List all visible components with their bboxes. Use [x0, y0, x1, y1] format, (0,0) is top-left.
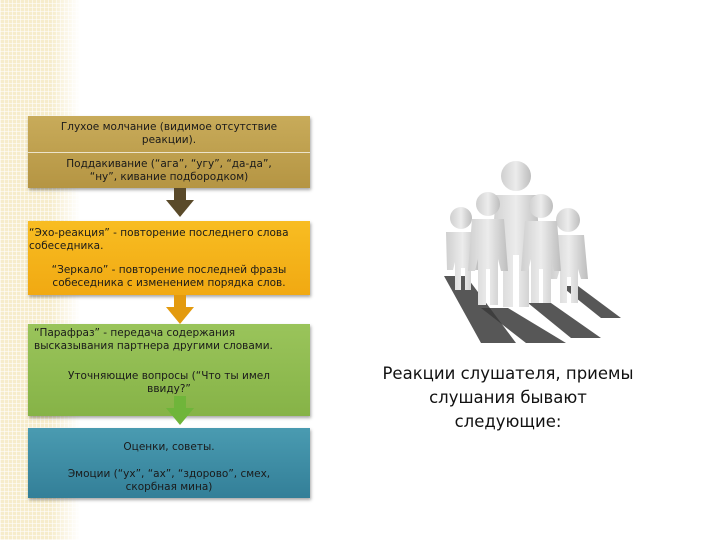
- step-3-a-line-2: высказывания партнера другими словами.: [34, 340, 273, 352]
- caption-line-3: следующие:: [454, 412, 562, 431]
- step-4-b-line-2: скорбная мина): [125, 480, 213, 493]
- step-4-b-line-1: Эмоции (“ух”, “ах”, “здорово”, смех,: [67, 467, 271, 480]
- step-4-part-b: Эмоции (“ух”, “ах”, “здорово”, смех, ско…: [28, 463, 310, 498]
- step-box-2: “Эхо-реакция” - повторение последнего сл…: [28, 221, 310, 295]
- down-arrow-icon-2: [166, 295, 194, 324]
- step-3-part-b: Уточняющие вопросы (“Что ты имел ввиду?”: [28, 370, 310, 416]
- step-2-a-line-2: собеседника.: [29, 239, 104, 252]
- people-group-icon: [444, 161, 621, 343]
- step-2-b-line-1: “Зеркало” - повторение последней фразы: [51, 263, 287, 276]
- step-1-divider: [28, 152, 310, 153]
- down-arrow-icon-3: [166, 396, 194, 425]
- step-1-part-a: Глухое молчание (видимое отсутствие реак…: [28, 116, 310, 152]
- step-2-part-a: “Эхо-реакция” - повторение последнего сл…: [28, 221, 310, 258]
- step-4-part-a: Оценки, советы.: [28, 428, 310, 463]
- step-1-b-line-1: Поддакивание (“ага”, “угу”, “да-да”,: [66, 157, 272, 170]
- caption-text: Реакции слушателя, приемы слушания бываю…: [378, 362, 638, 434]
- step-1-a-line-1: Глухое молчание (видимое отсутствие: [60, 121, 278, 133]
- step-2-b-line-2: собеседника с изменением порядка слов.: [52, 276, 286, 289]
- step-box-4: Оценки, советы. Эмоции (“ух”, “ах”, “здо…: [28, 428, 310, 498]
- caption-line-2: слушания бывают: [429, 388, 587, 407]
- step-1-a-line-2: реакции).: [141, 134, 197, 146]
- caption-line-1: Реакции слушателя, приемы: [382, 364, 634, 383]
- step-box-3: “Парафраз” - передача содержания высказы…: [28, 324, 310, 416]
- step-1-part-b: Поддакивание (“ага”, “угу”, “да-да”, “ну…: [28, 153, 310, 188]
- step-box-1: Глухое молчание (видимое отсутствие реак…: [28, 116, 310, 188]
- step-3-b-line-1: Уточняющие вопросы (“Что ты имел: [68, 370, 270, 382]
- step-3-b-line-2: ввиду?”: [147, 383, 191, 395]
- down-arrow-icon-1: [166, 188, 194, 217]
- step-2-a-line-1: “Эхо-реакция” - повторение последнего сл…: [29, 226, 289, 239]
- step-3-a-line-1: “Парафраз” - передача содержания: [34, 327, 236, 339]
- step-4-a-line-1: Оценки, советы.: [123, 441, 215, 453]
- step-2-part-b: “Зеркало” - повторение последней фразы с…: [28, 258, 310, 295]
- step-1-b-line-2: “ну”, кивание подбородком): [89, 170, 249, 183]
- step-3-part-a: “Парафраз” - передача содержания высказы…: [28, 324, 310, 370]
